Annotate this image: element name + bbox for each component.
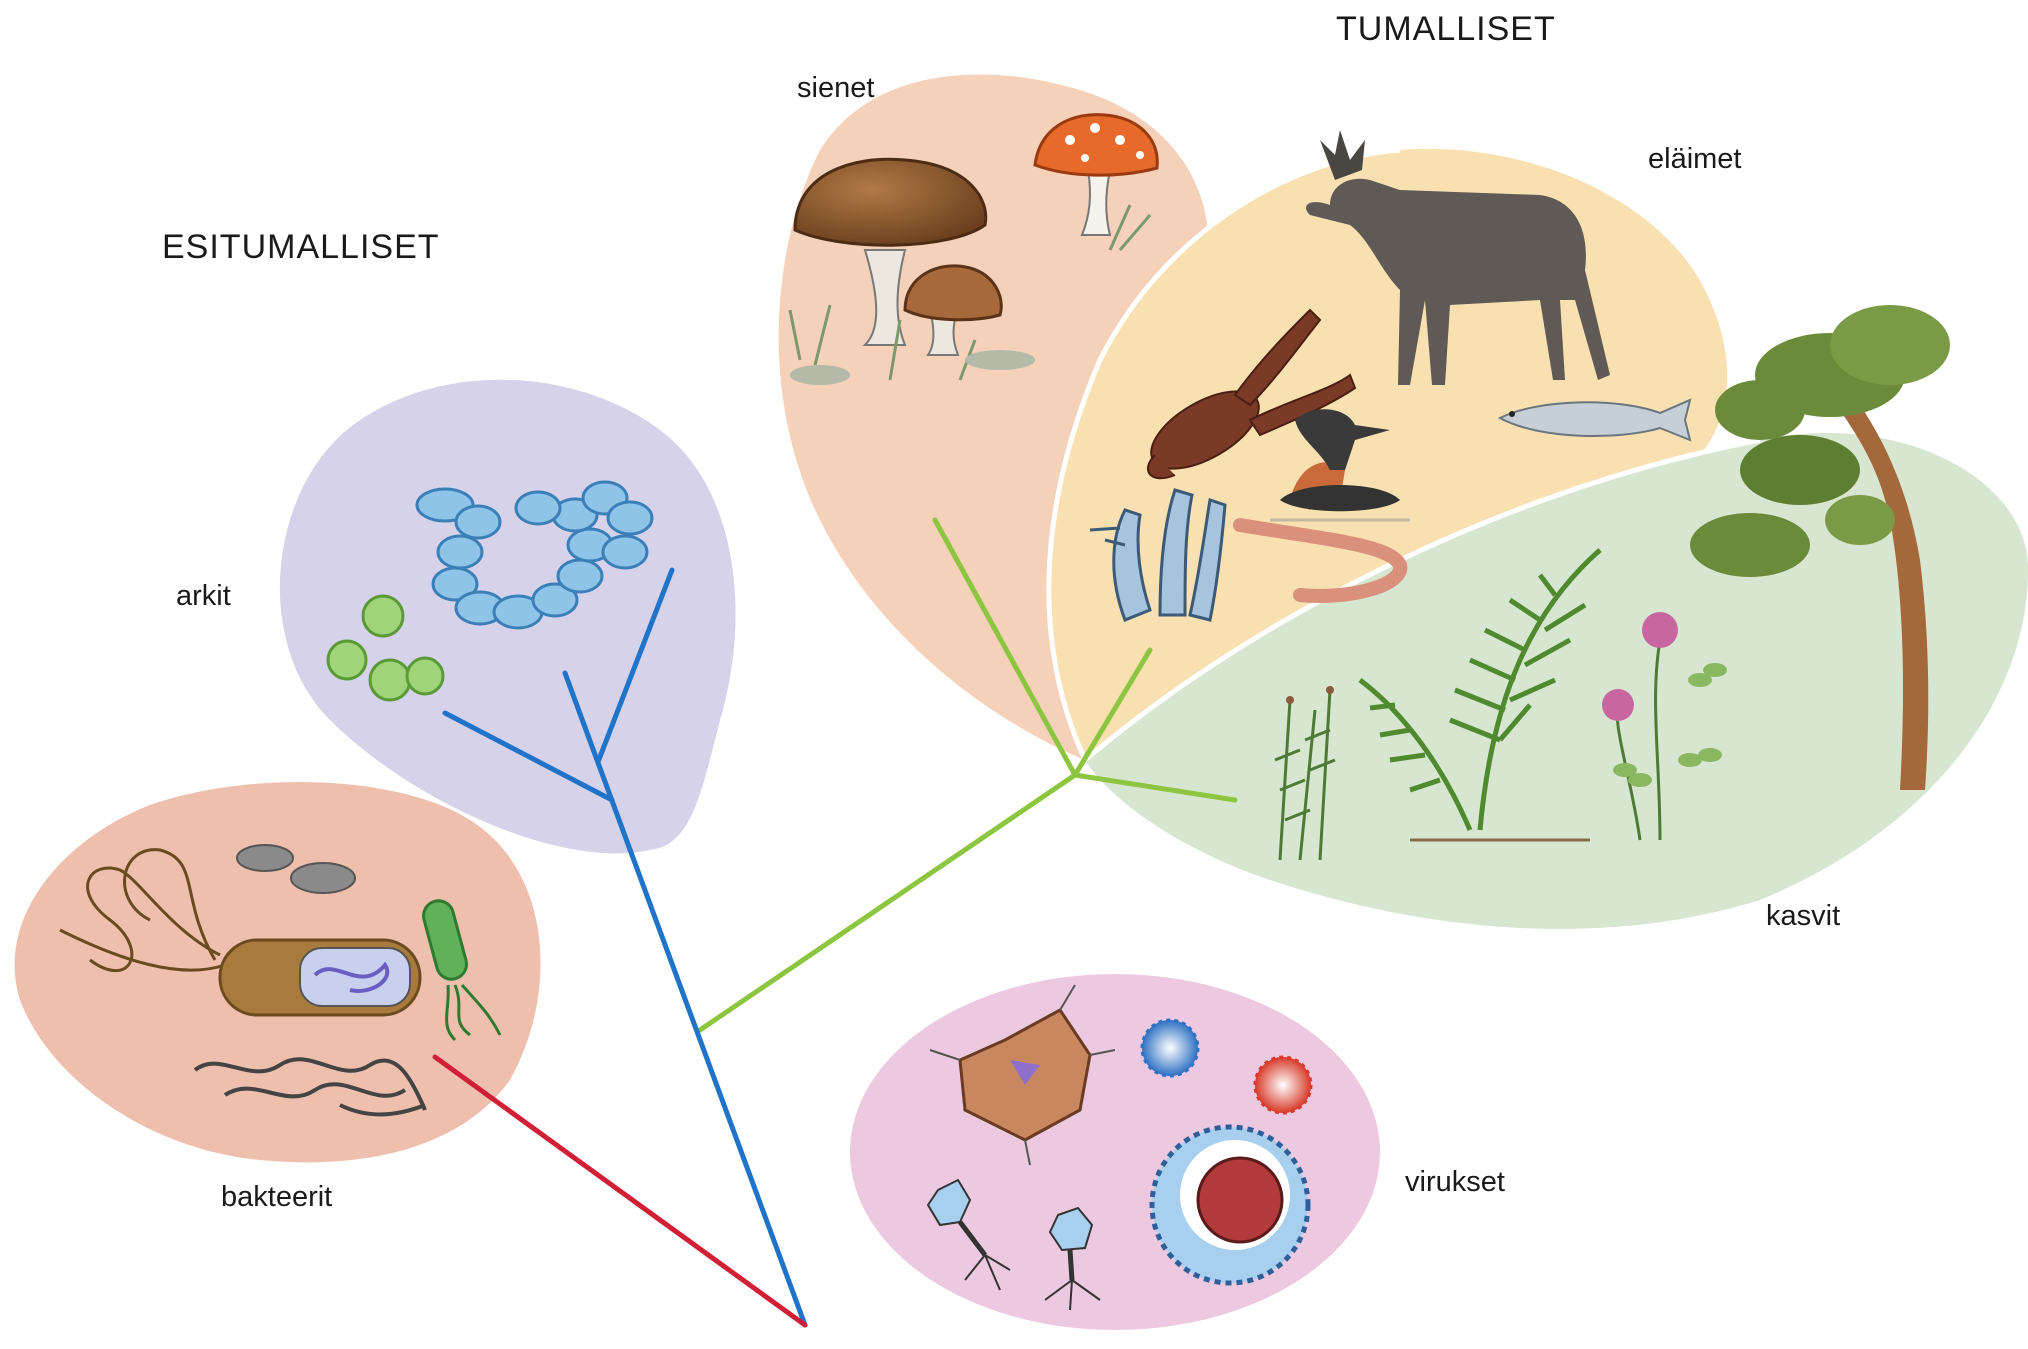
taxon-label-plants: kasvit xyxy=(1766,900,1840,933)
group-label-prokaryotes: ESITUMALLISET xyxy=(162,228,440,267)
taxon-label-fungi: sienet xyxy=(797,72,874,105)
virus-red-icon xyxy=(1255,1057,1311,1113)
taxon-label-bacteria: bakteerit xyxy=(221,1181,332,1214)
viruses-blob xyxy=(850,974,1380,1330)
group-label-eukaryotes: TUMALLISET xyxy=(1336,10,1556,49)
branch-bacteria xyxy=(435,1057,805,1325)
taxon-label-animals: eläimet xyxy=(1648,143,1742,176)
taxon-label-viruses: virukset xyxy=(1405,1166,1505,1199)
virus-blue-icon xyxy=(1142,1020,1198,1076)
taxon-label-archaea: arkit xyxy=(176,580,231,613)
enveloped-virus-icon xyxy=(1152,1127,1308,1283)
